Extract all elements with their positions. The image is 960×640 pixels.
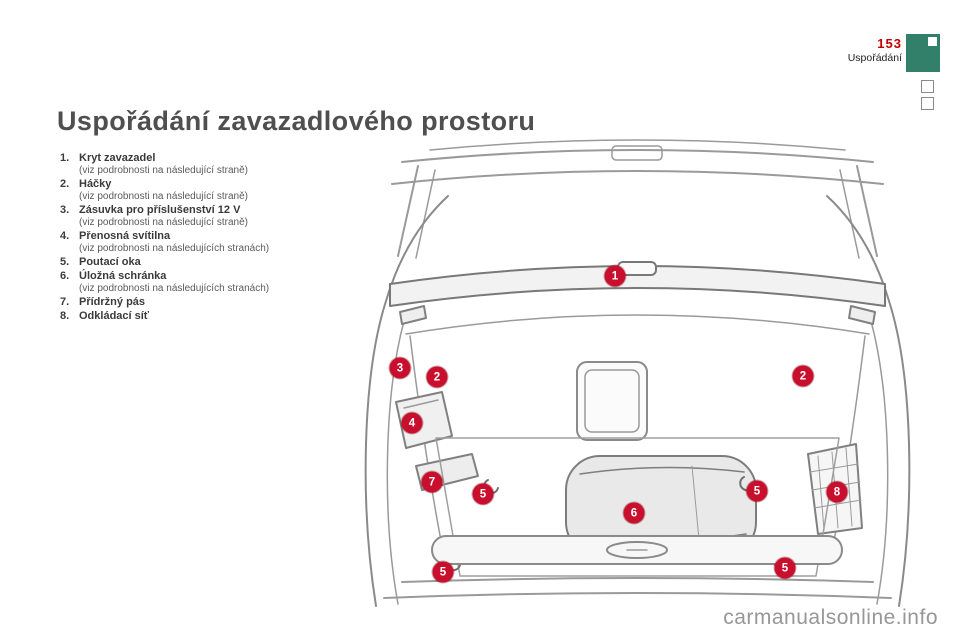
diagram-marker-3: 3 [389,357,411,379]
diagram-marker-4: 4 [401,412,423,434]
legend-item-note: (viz podrobnosti na následující straně) [79,191,248,202]
page-number: 153 [877,36,902,51]
watermark: carmanualsonline.info [723,606,938,629]
legend-item-number: 7. [60,296,70,308]
legend-item-number: 2. [60,178,70,190]
legend-item-label: Kryt zavazadel [79,152,156,164]
legend-item: 4. Přenosná svítilna(viz podrobnosti na n… [60,230,338,255]
section-index-square [921,80,934,93]
legend-item-number: 5. [60,256,70,268]
legend-item-number: 6. [60,270,70,282]
legend-item-label: Poutací oka [79,256,141,268]
legend-item-number: 3. [60,204,70,216]
legend-item-label: Přenosná svítilna [79,230,171,242]
legend-list: 1.Kryt zavazadel(viz podrobnosti na násl… [60,152,338,324]
legend-item-label: Zásuvka pro příslušenství 12 V [79,204,241,216]
diagram-marker-5: 5 [472,483,494,505]
legend-item-number: 4. [60,230,70,242]
legend-item-note: (viz podrobnosti na následujících straná… [79,243,270,254]
diagram-marker-5: 5 [746,480,768,502]
legend-item: 7. Přídržný pás [60,296,338,309]
section-tab-indicator-square [928,37,937,46]
legend-item-number: 8. [60,310,70,322]
legend-item-number: 1. [60,152,70,164]
legend-item: 8. Odkládací síť [60,310,338,323]
legend-item: 1. Kryt zavazadel(viz podrobnosti na násl… [60,152,338,177]
section-tab [906,34,940,72]
legend-item: 3. Zásuvka pro příslušenství 12 V(viz pod… [60,204,338,229]
diagram-marker-6: 6 [623,502,645,524]
legend-item-note: (viz podrobnosti na následující straně) [79,165,248,176]
diagram-marker-2: 2 [792,365,814,387]
diagram-marker-5: 5 [774,557,796,579]
legend-item: 2. Háčky(viz podrobnosti na následující s… [60,178,338,203]
legend-item-label: Háčky [79,178,112,190]
diagram-marker-2: 2 [426,366,448,388]
legend-item-label: Odkládací síť [79,310,150,322]
trunk-illustration [364,139,911,607]
diagram-marker-8: 8 [826,481,848,503]
legend-item-note: (viz podrobnosti na následující straně) [79,217,248,228]
section-index-square [921,97,934,110]
diagram-marker-7: 7 [421,471,443,493]
legend-item: 5. Poutací oka [60,256,338,269]
legend-item-label: Úložná schránka [79,270,167,282]
diagram-marker-1: 1 [604,265,626,287]
diagram-marker-5: 5 [432,561,454,583]
legend-item-note: (viz podrobnosti na následujících straná… [79,283,270,294]
legend-item-label: Přídržný pás [79,296,146,308]
legend-item: 6. Úložná schránka(viz podrobnosti na nás… [60,270,338,295]
section-tab-label: Uspořádání [847,52,902,64]
page-title: Uspořádání zavazadlového prostoru [57,106,536,137]
